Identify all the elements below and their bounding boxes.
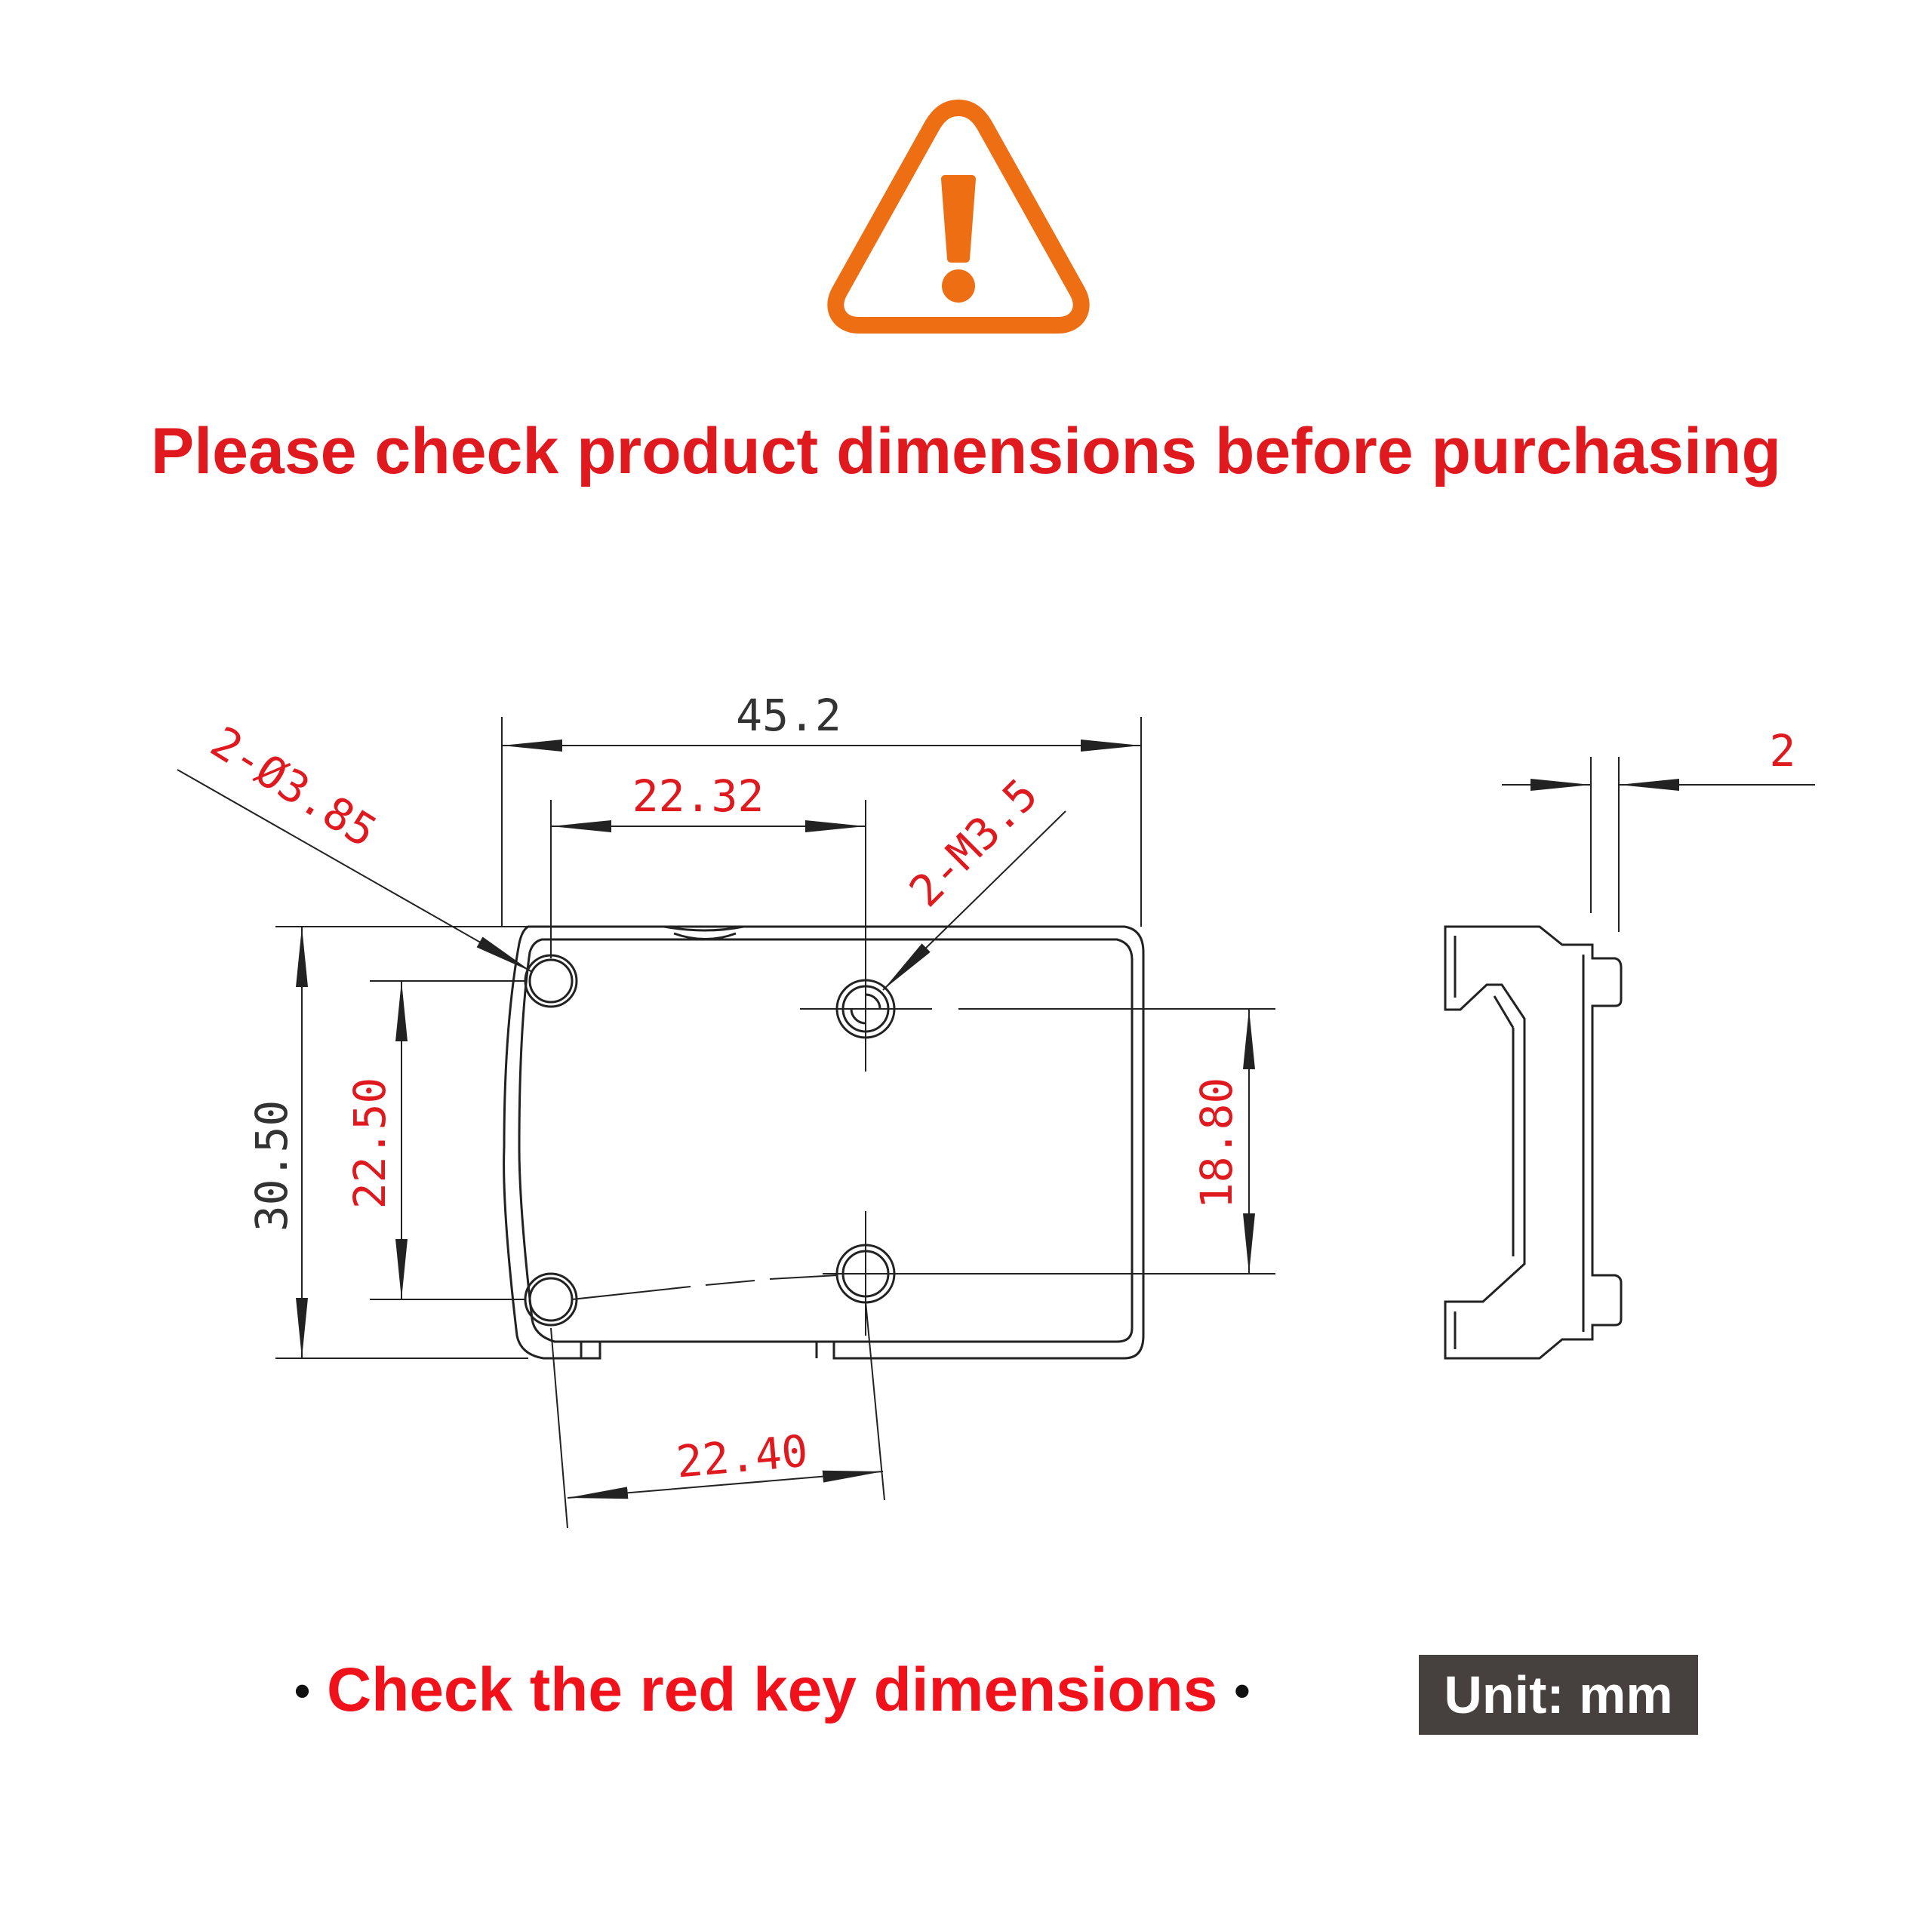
page-title: Please check product dimensions before p…: [150, 415, 1782, 487]
unit-badge: Unit: mm: [1419, 1655, 1698, 1735]
side-profile: [1444, 925, 1623, 1360]
key-dimensions-note: • Check the red key dimensions •: [294, 1649, 1250, 1732]
dim-overall-width: 45.2: [736, 690, 841, 741]
note-text: Check the red key dimensions: [327, 1656, 1218, 1724]
dim-overall-height: 30.50: [246, 1100, 297, 1232]
dim-hole-spacing-left: 22.50: [344, 1078, 395, 1210]
bullet-right: •: [1234, 1665, 1251, 1716]
dimension-drawing: 45.2 22.32 2-M3.5 2-Ø3.85 30.50 22.50 18…: [177, 690, 1815, 1529]
warning-triangle-icon: [827, 100, 1090, 334]
construction-lines: [177, 717, 1815, 1529]
dim-hole-spacing-right: 18.80: [1191, 1078, 1242, 1210]
dim-side-thickness: 2: [1770, 725, 1796, 776]
bullet-left: •: [294, 1665, 311, 1716]
dim-hole-spacing-top: 22.32: [632, 770, 764, 822]
dim-hole-spacing-bottom: 22.40: [674, 1425, 810, 1488]
plate-outline: [503, 925, 1145, 1360]
dim-thread-callout: 2-M3.5: [900, 769, 1048, 917]
